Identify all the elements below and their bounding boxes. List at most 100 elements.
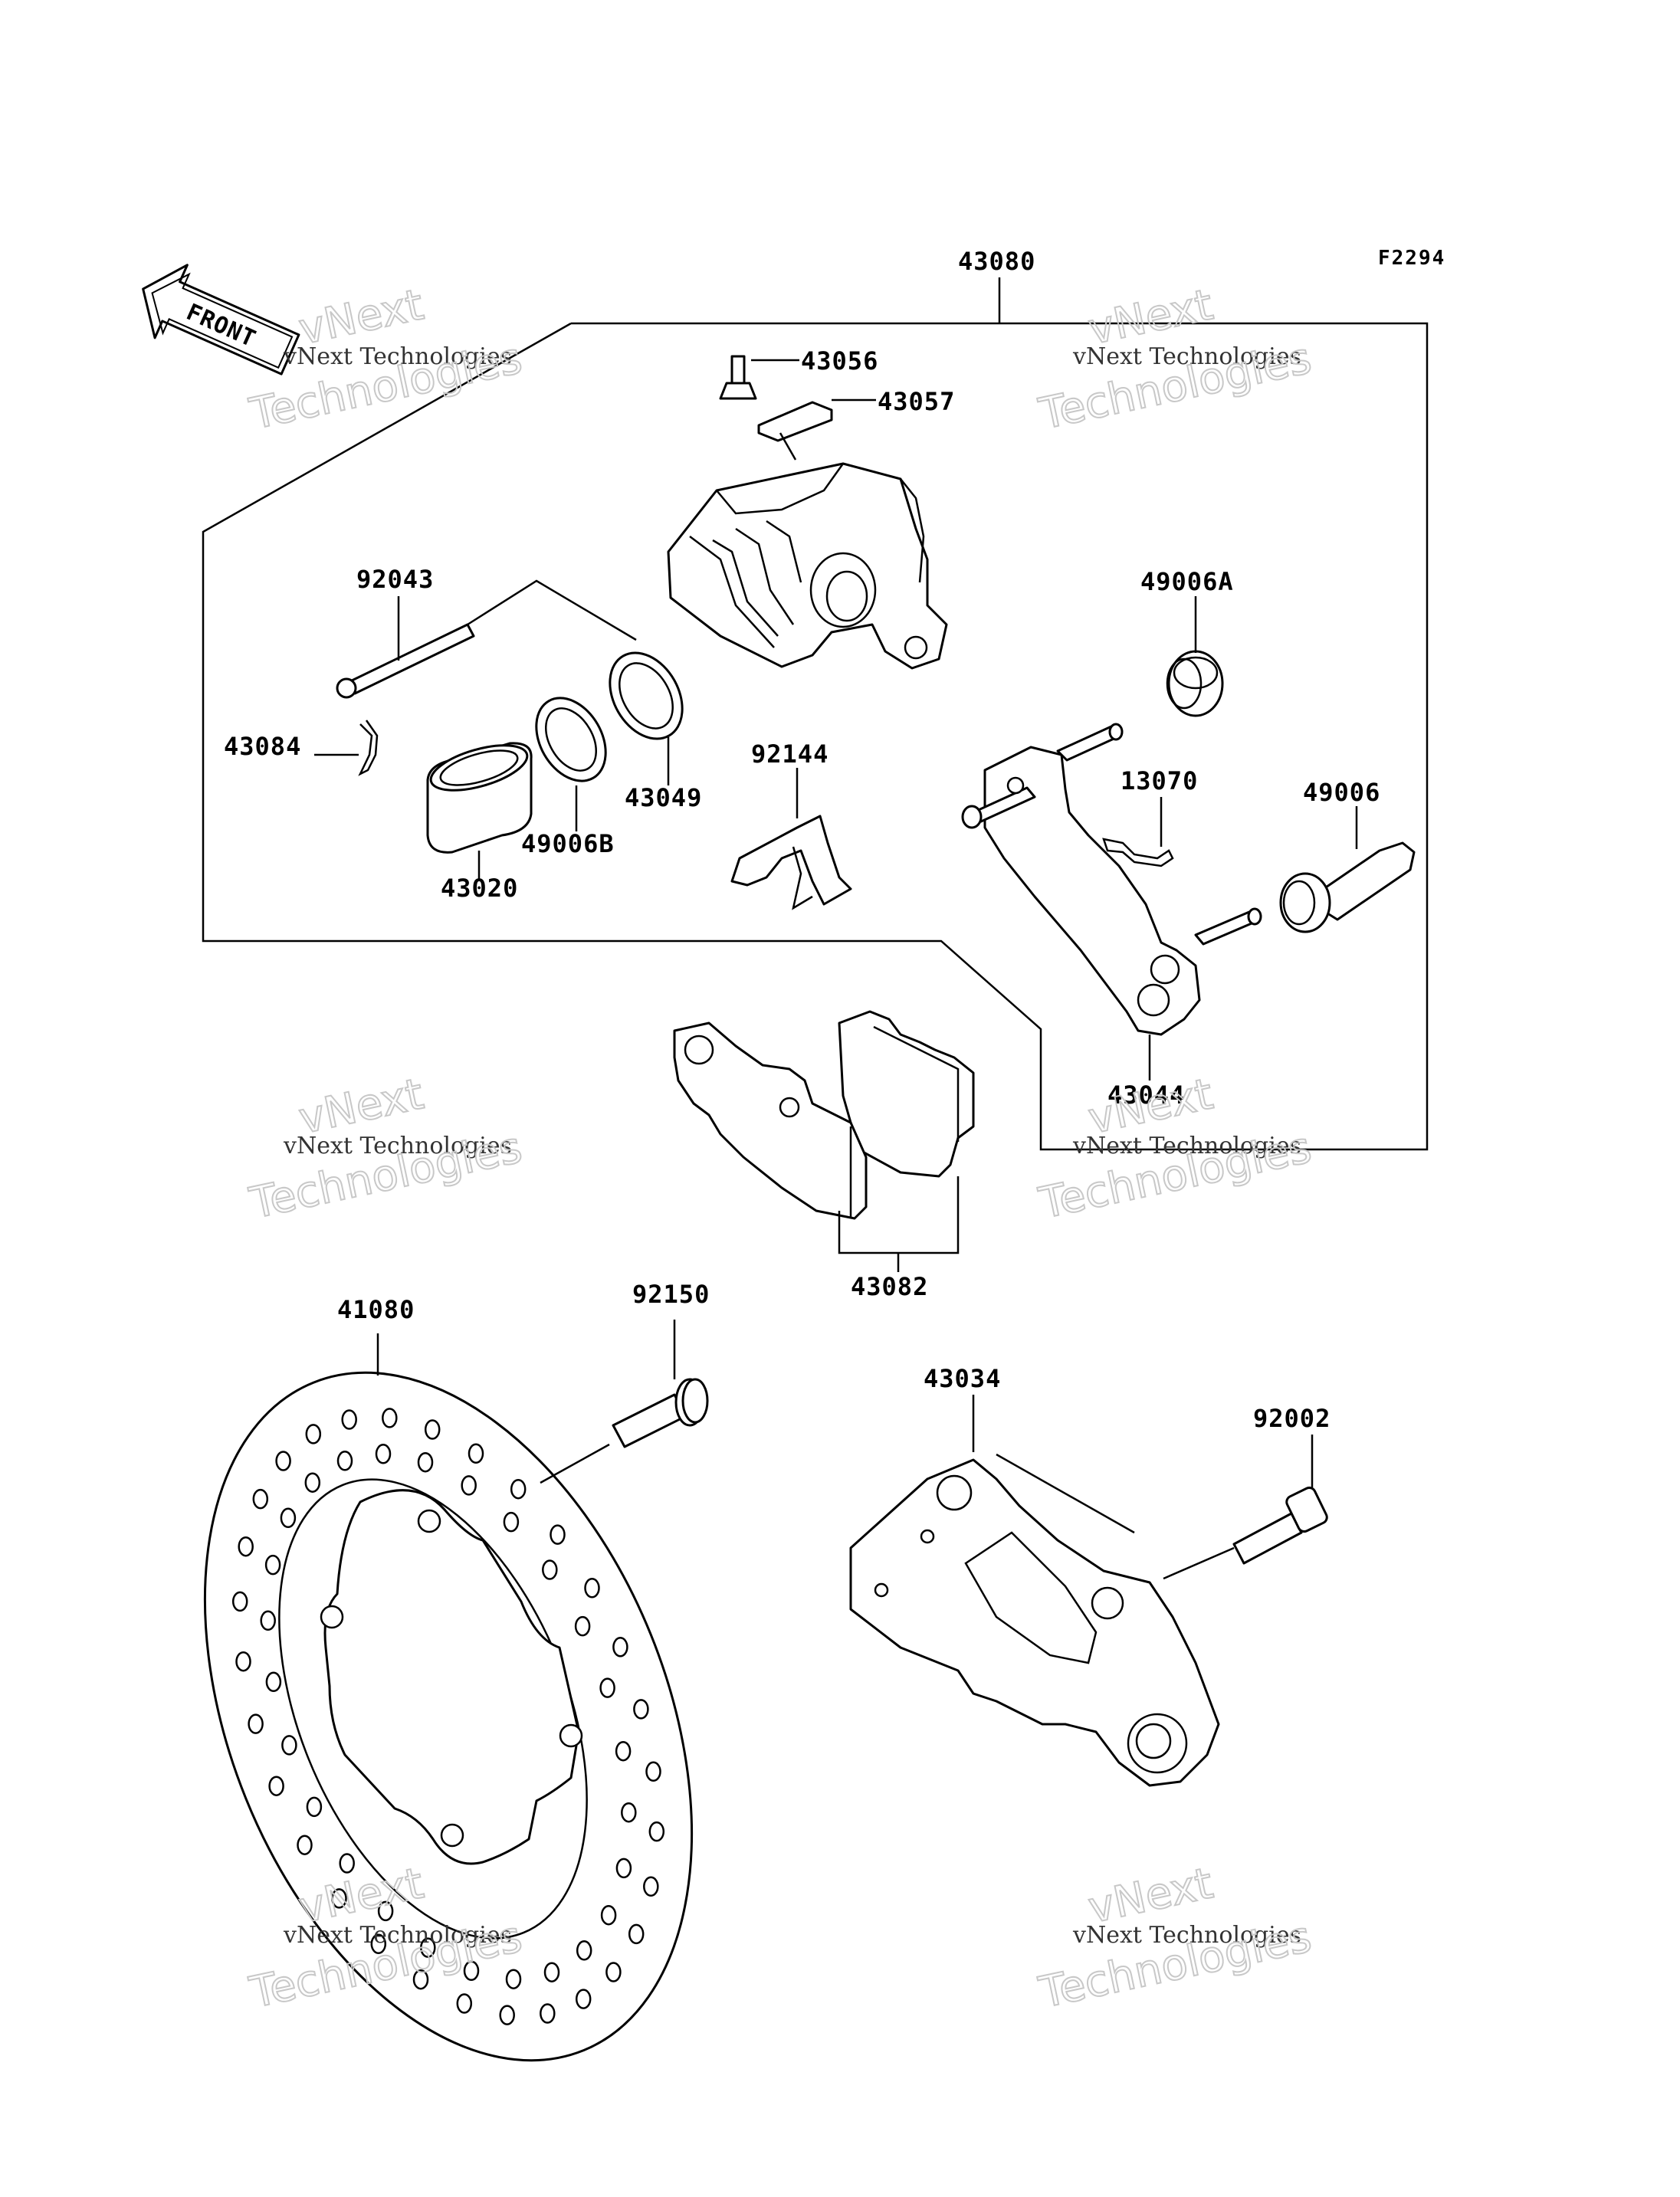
disc-vent-hole <box>412 1969 429 1990</box>
boot-49006A <box>1166 596 1224 717</box>
figure-code: F2294 <box>1378 247 1445 270</box>
disc-vent-hole <box>252 1488 269 1510</box>
sleeve-49006 <box>1279 806 1416 933</box>
disc-vent-hole <box>468 1443 484 1464</box>
part-label-13070: 13070 <box>1121 766 1198 795</box>
part-label-49006: 49006 <box>1303 778 1380 807</box>
disc-vent-hole <box>305 1424 322 1444</box>
disc-vent-hole <box>574 1615 591 1637</box>
disc-vent-hole <box>643 1876 659 1897</box>
disc-vent-hole <box>275 1451 291 1471</box>
disc-vent-hole <box>281 1735 297 1756</box>
disc-vent-hole <box>648 1821 665 1842</box>
disc-vent-hole <box>265 1671 282 1693</box>
disc-vent-hole <box>456 1993 473 2014</box>
disc-vent-hole <box>377 1900 394 1922</box>
watermark-6: vNext Technologies vNext Technologies <box>1034 1858 1316 2018</box>
disc-vent-hole <box>417 1451 434 1473</box>
disc-vent-hole <box>238 1536 254 1557</box>
disc-vent-hole <box>424 1419 441 1440</box>
disc-vent-hole <box>612 1637 628 1658</box>
piston-seal <box>609 651 684 785</box>
disc-vent-hole <box>540 2003 556 2024</box>
disc-vent-hole <box>510 1478 527 1500</box>
watermark-text: vNext Technologies <box>283 1922 512 1949</box>
watermark-text: vNext Technologies <box>283 1133 512 1159</box>
disc-vent-hole <box>370 1933 387 1955</box>
caliper-body <box>667 462 948 670</box>
clip-13070 <box>1102 797 1174 867</box>
disc-vent-hole <box>420 1937 436 1958</box>
part-label-43056: 43056 <box>801 346 878 375</box>
disc-vent-hole <box>297 1835 313 1855</box>
brake-disc <box>203 1333 694 2062</box>
part-label-43034: 43034 <box>924 1364 1001 1393</box>
part-label-49006B: 49006B <box>521 829 615 858</box>
disc-vent-hole <box>231 1591 248 1612</box>
part-label-92002: 92002 <box>1253 1404 1331 1433</box>
part-label-92144: 92144 <box>751 739 829 769</box>
disc-vent-hole <box>304 1472 321 1493</box>
part-label-43020: 43020 <box>441 874 518 903</box>
disc-vent-hole <box>599 1677 615 1698</box>
disc-vent-hole <box>339 1853 355 1874</box>
disc-vent-hole <box>248 1713 264 1734</box>
bracket-bolt <box>1163 1435 1328 1580</box>
disc-vent-hole <box>463 1960 480 1982</box>
disc-vent-hole <box>575 1989 592 2009</box>
disc-vent-hole <box>628 1923 645 1945</box>
disc-vent-hole <box>584 1578 600 1599</box>
disc-vent-hole <box>331 1888 347 1909</box>
watermark-4: vNext Technologies vNext Technologies <box>1034 1068 1316 1229</box>
watermark-2: vNext Technologies vNext Technologies <box>1034 279 1316 440</box>
dust-seal <box>535 697 607 831</box>
disc-vent-hole <box>264 1554 281 1576</box>
part-label-43082: 43082 <box>851 1272 928 1301</box>
caliper-bracket <box>961 723 1262 1080</box>
disc-vent-hole <box>605 1962 622 1982</box>
part-label-43049: 43049 <box>625 783 702 812</box>
disc-bolt <box>612 1320 709 1448</box>
watermark-text: vNext Technologies <box>1072 1922 1301 1949</box>
watermark-3: vNext Technologies vNext Technologies <box>244 1068 527 1229</box>
slide-pin <box>336 579 637 699</box>
pin-clip <box>314 720 379 776</box>
disc-vent-hole <box>503 1511 520 1533</box>
disc-vent-hole <box>375 1444 392 1464</box>
disc-vent-hole <box>645 1761 661 1782</box>
part-label-43080: 43080 <box>958 247 1035 276</box>
disc-vent-hole <box>600 1904 617 1926</box>
part-label-92150: 92150 <box>632 1280 710 1309</box>
watermark-text: vNext Technologies <box>1072 343 1301 370</box>
disc-vent-hole <box>341 1409 357 1430</box>
assembly-outline <box>202 322 1429 1151</box>
part-label-43057: 43057 <box>878 387 955 416</box>
disc-vent-hole <box>382 1408 398 1428</box>
front-arrow-icon: FRONT <box>142 264 300 375</box>
disc-vent-hole <box>268 1776 284 1796</box>
disc-vent-hole <box>336 1451 353 1471</box>
disc-vent-hole <box>615 1740 632 1762</box>
part-label-43084: 43084 <box>224 732 301 761</box>
disc-vent-hole <box>235 1651 251 1672</box>
bleeder-cap <box>757 398 876 461</box>
part-label-43044: 43044 <box>1107 1080 1185 1110</box>
disc-vent-hole <box>280 1507 297 1529</box>
piston <box>426 742 533 881</box>
caliper-mount-bracket <box>849 1395 1220 1787</box>
disc-vent-hole <box>615 1858 632 1879</box>
pad-spring <box>730 768 852 910</box>
watermark-text: vNext Technologies <box>283 343 512 370</box>
part-label-92043: 92043 <box>356 565 434 594</box>
watermark-text: vNext Technologies <box>1072 1133 1301 1159</box>
disc-vent-hole <box>633 1699 649 1720</box>
brake-pads <box>673 1010 975 1272</box>
disc-vent-hole <box>542 1559 558 1580</box>
disc-vent-hole <box>505 1969 522 1989</box>
disc-vent-hole <box>306 1796 323 1818</box>
disc-vent-hole <box>576 1940 592 1961</box>
part-label-49006A: 49006A <box>1140 567 1234 596</box>
disc-vent-hole <box>621 1802 637 1823</box>
disc-vent-hole <box>550 1524 566 1545</box>
